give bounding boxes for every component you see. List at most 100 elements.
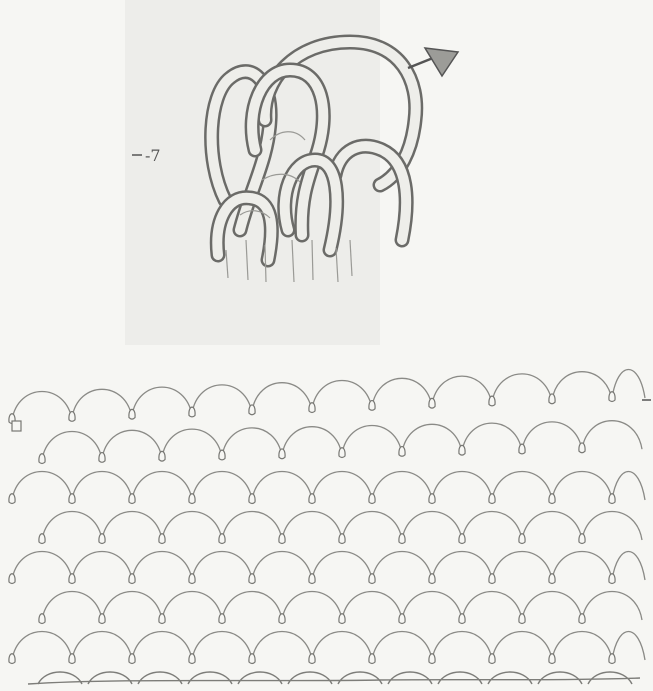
net-knot <box>609 494 615 504</box>
net-knot <box>519 444 525 454</box>
net-loop <box>492 472 552 501</box>
net-knot <box>549 494 555 504</box>
foundation-loop <box>388 672 432 684</box>
foundation-loop <box>438 672 482 684</box>
net-knot <box>339 614 345 624</box>
net-knot <box>129 654 135 664</box>
net-loop <box>192 472 252 501</box>
net-knot <box>39 614 45 624</box>
direction-arrow <box>408 48 458 76</box>
net-loop <box>162 512 222 541</box>
net-loop <box>372 632 432 661</box>
net-loop <box>12 472 72 501</box>
net-knot <box>189 654 195 664</box>
net-knot <box>69 574 75 584</box>
net-knot <box>249 405 255 415</box>
net-loop <box>342 426 402 455</box>
net-loop <box>252 472 312 501</box>
net-knot <box>579 614 585 624</box>
net-knot <box>399 534 405 544</box>
net-loop <box>312 552 372 581</box>
net-knot <box>309 574 315 584</box>
net-knot <box>159 451 165 461</box>
net-knot <box>429 574 435 584</box>
net-loop <box>462 423 522 452</box>
net-loop <box>312 632 372 661</box>
net-loop <box>42 512 102 541</box>
net-knot <box>519 614 525 624</box>
net-loop <box>192 552 252 581</box>
net-loop <box>72 472 132 501</box>
net-knot <box>489 654 495 664</box>
net-loop <box>102 592 162 621</box>
net-loop <box>132 552 192 581</box>
net-loop <box>552 632 612 661</box>
net-knot <box>429 398 435 408</box>
foundation-loop <box>288 672 332 684</box>
knot-detail-illustration: -7 <box>0 0 653 345</box>
net-knot <box>309 403 315 413</box>
net-loop <box>162 592 222 621</box>
net-knot <box>489 574 495 584</box>
net-knot <box>609 392 615 402</box>
net-knot <box>549 574 555 584</box>
net-loop <box>462 512 522 541</box>
net-loop <box>552 372 612 401</box>
net-knot <box>519 534 525 544</box>
net-knot <box>369 401 375 411</box>
net-knot <box>159 614 165 624</box>
net-loop <box>132 387 192 416</box>
net-knot <box>369 574 375 584</box>
net-loop <box>282 512 342 541</box>
net-loop <box>342 512 402 541</box>
net-loop <box>402 592 462 621</box>
net-loop <box>612 552 645 581</box>
net-loop <box>612 472 645 501</box>
net-loop <box>582 421 642 450</box>
net-loop <box>222 512 282 541</box>
net-knot <box>129 494 135 504</box>
net-knot <box>429 654 435 664</box>
net-loop <box>72 632 132 661</box>
net-knot <box>549 394 555 404</box>
net-knot <box>279 614 285 624</box>
netting-pattern <box>0 345 653 691</box>
net-knot <box>189 494 195 504</box>
net-loop <box>132 632 192 661</box>
net-loop <box>72 389 132 418</box>
net-loop <box>372 378 432 407</box>
net-knot <box>99 614 105 624</box>
net-knot <box>219 450 225 460</box>
net-knot <box>399 447 405 457</box>
net-loop <box>12 392 72 421</box>
net-knot <box>129 574 135 584</box>
net-loop <box>222 428 282 457</box>
net-knot <box>309 654 315 664</box>
net-loop <box>72 552 132 581</box>
foundation-loop <box>138 672 182 684</box>
net-knot <box>429 494 435 504</box>
net-loop <box>342 592 402 621</box>
net-knot <box>459 445 465 455</box>
net-loop <box>222 592 282 621</box>
net-loop <box>102 512 162 541</box>
net-loop <box>522 422 582 451</box>
net-loop <box>162 429 222 458</box>
cord-loops <box>212 42 416 282</box>
net-knot <box>339 534 345 544</box>
net-knot <box>369 654 375 664</box>
net-knot <box>249 654 255 664</box>
net-loop <box>402 424 462 453</box>
net-knot <box>459 614 465 624</box>
net-loop <box>432 552 492 581</box>
net-loop <box>12 552 72 581</box>
net-loop <box>552 552 612 581</box>
net-loop <box>432 472 492 501</box>
net-loop <box>582 592 642 621</box>
net-loop <box>522 592 582 621</box>
net-loop <box>102 430 162 459</box>
net-knot <box>9 494 15 504</box>
side-mark-label: -7 <box>145 146 161 165</box>
net-knot <box>159 534 165 544</box>
foundation-loop <box>538 672 582 684</box>
